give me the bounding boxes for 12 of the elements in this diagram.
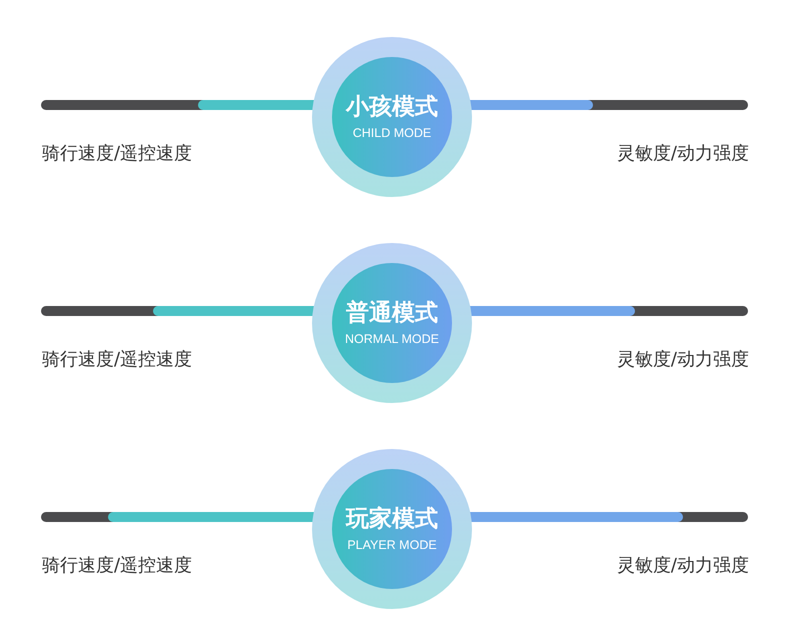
- mode-subtitle: CHILD MODE: [352, 126, 432, 140]
- setting-label: 灵敏度/动力强度: [616, 554, 749, 577]
- mode-subtitle: NORMAL MODE: [345, 332, 439, 346]
- mode-title: 普通模式: [346, 300, 438, 328]
- mode-subtitle: PLAYER MODE: [347, 538, 437, 552]
- setting-label: 灵敏度/动力强度: [616, 142, 749, 165]
- setting-label: 骑行速度/遥控速度: [42, 554, 192, 577]
- setting-label: 骑行速度/遥控速度: [42, 348, 192, 371]
- setting-label: 灵敏度/动力强度: [616, 348, 749, 371]
- mode-title: 小孩模式: [346, 94, 438, 122]
- mode-title: 玩家模式: [346, 506, 438, 534]
- setting-label: 骑行速度/遥控速度: [42, 142, 192, 165]
